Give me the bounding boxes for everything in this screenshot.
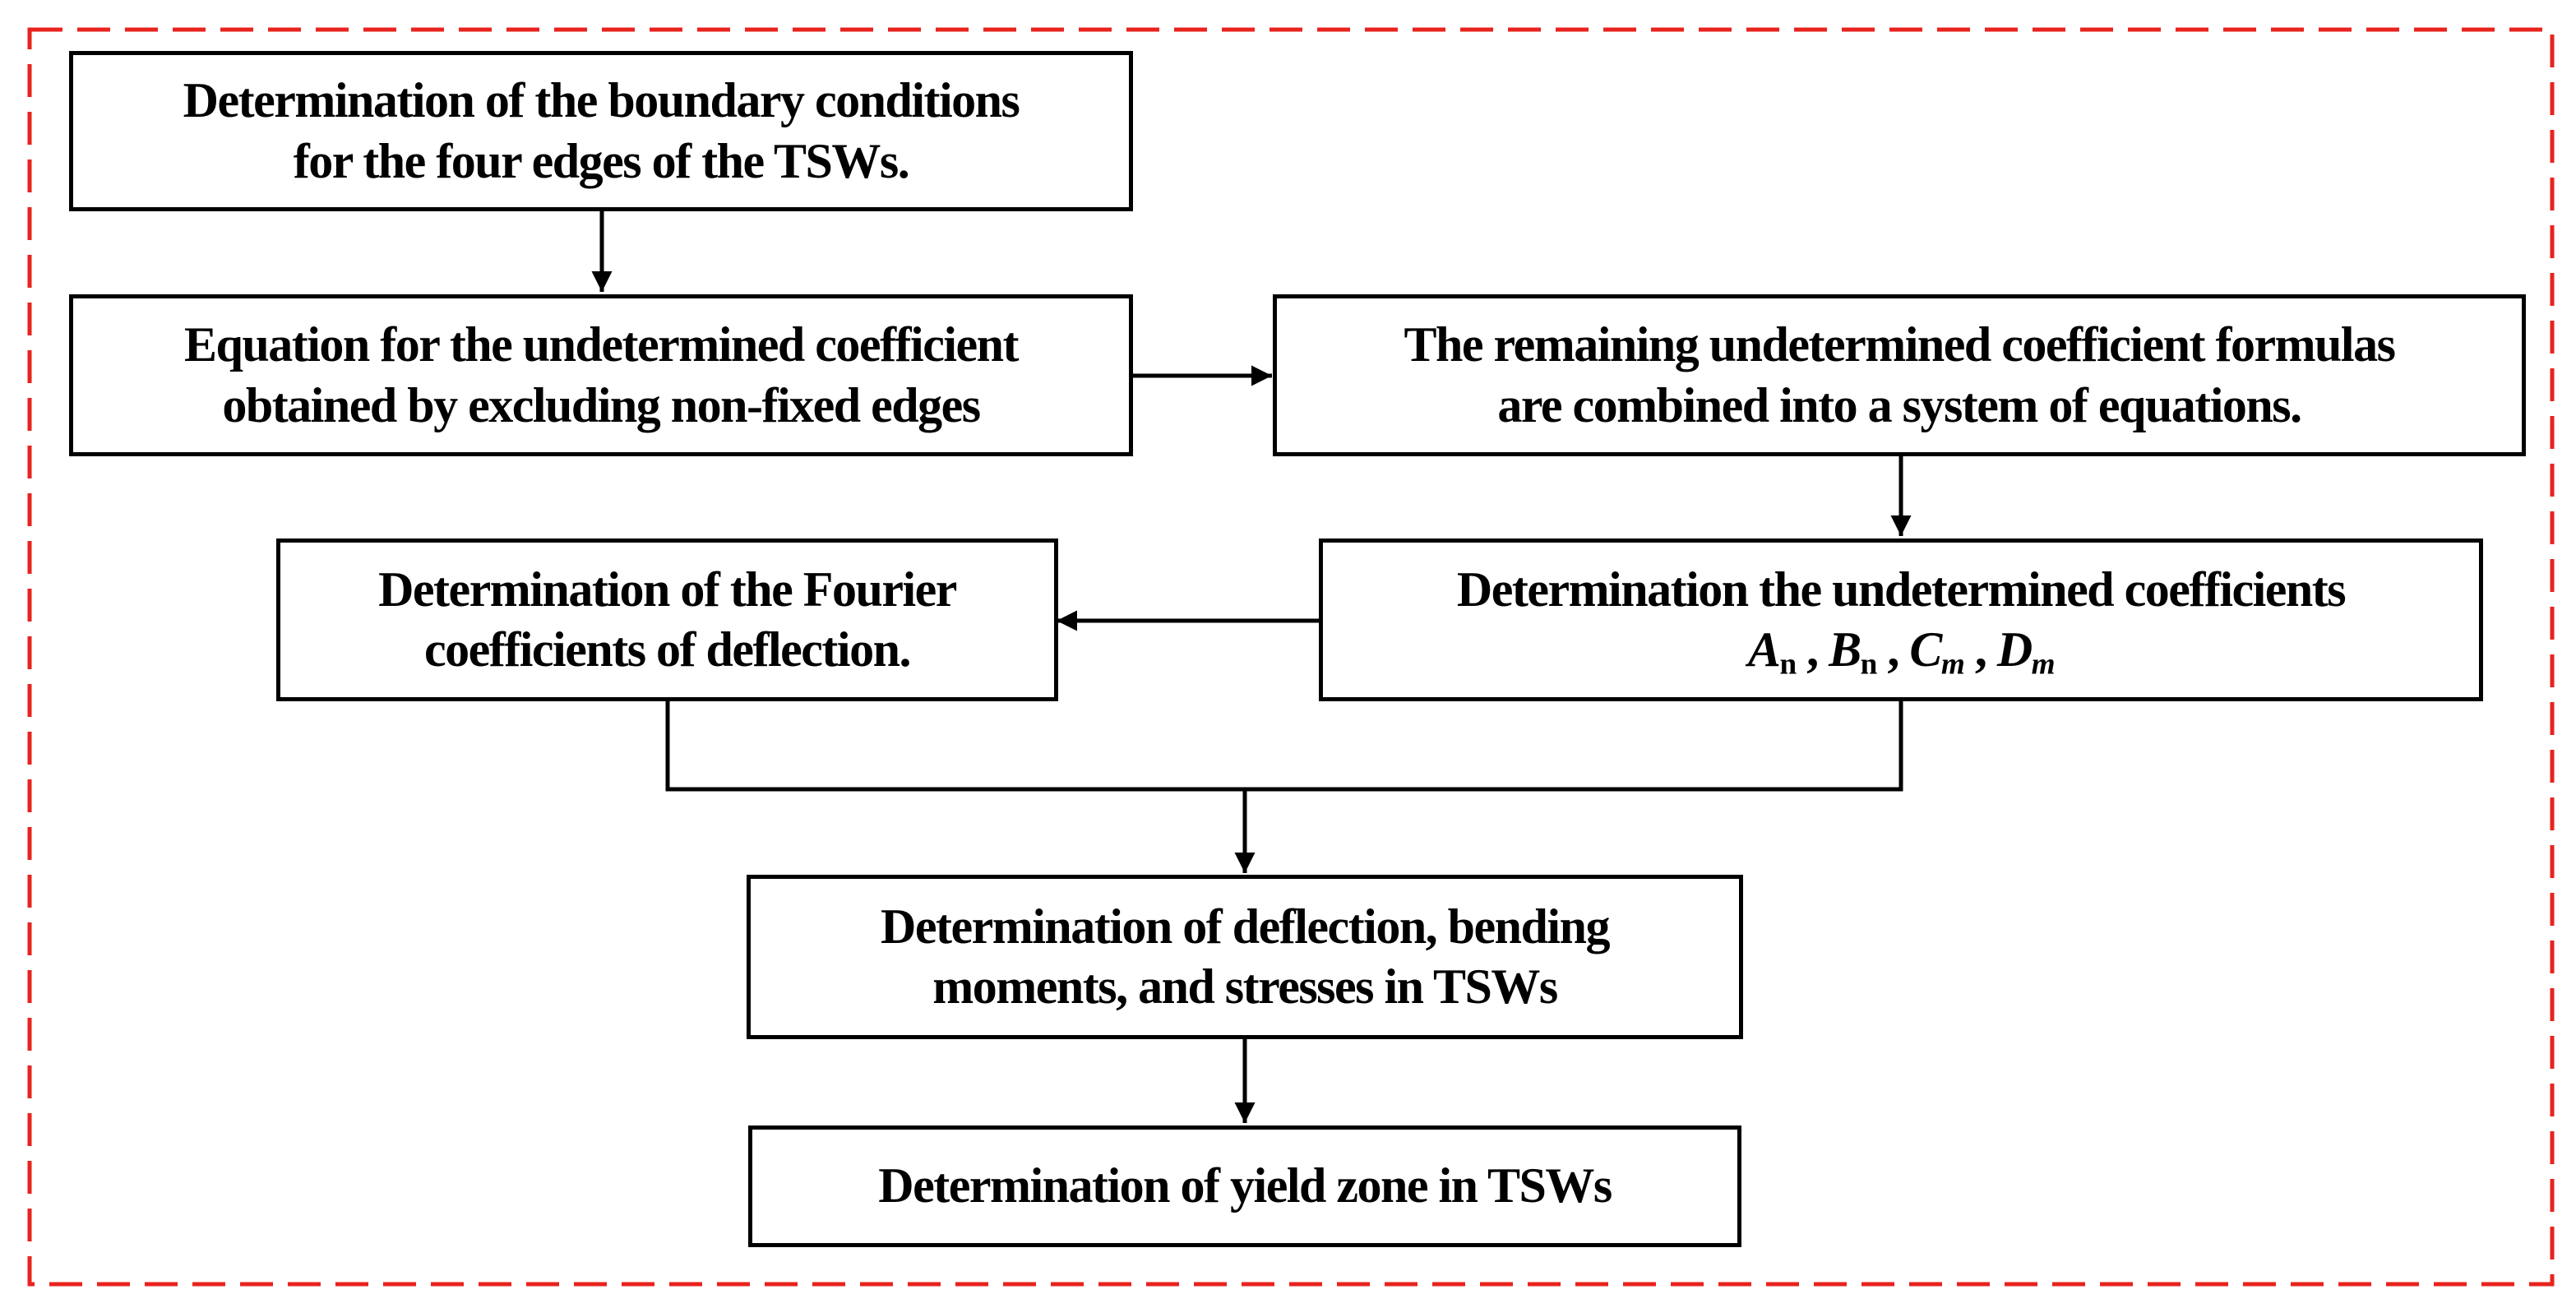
coef-c: C — [1909, 622, 1942, 677]
node-yield-zone: Determination of yield zone in TSWs — [748, 1125, 1741, 1247]
coef-a-sub: n — [1779, 647, 1797, 682]
node-undetermined-coefficients: Determination the undetermined coefficie… — [1319, 538, 2483, 701]
coef-d: D — [1996, 622, 2033, 677]
coef-sep: , — [1963, 622, 1997, 677]
node-text-line: The remaining undetermined coefficient f… — [1404, 317, 2396, 372]
node-text-line: Determination the undetermined coefficie… — [1456, 562, 2347, 617]
node-remaining-formulas: The remaining undetermined coefficient f… — [1273, 294, 2526, 456]
coef-sep: , — [1795, 622, 1829, 677]
node-text-line: coefficients of deflection. — [424, 622, 911, 677]
coef-b-sub: n — [1860, 647, 1878, 682]
node-text-line: Determination of the boundary conditions — [183, 73, 1020, 128]
node-text-line: Determination of deflection, bending — [881, 899, 1610, 954]
node-text-line: for the four edges of the TSWs. — [293, 133, 910, 188]
node-equation-coefficient: Equation for the undetermined coefficien… — [69, 294, 1133, 456]
node-text-line: moments, and stresses in TSWs — [932, 959, 1558, 1014]
node-boundary-conditions: Determination of the boundary conditions… — [69, 51, 1133, 211]
coefficient-list: An , Bn , Cm , Dm — [1457, 620, 2345, 680]
node-text-line: are combined into a system of equations. — [1497, 377, 2302, 432]
node-fourier-coefficients: Determination of the Fourier coefficient… — [276, 538, 1058, 701]
node-text-line: Determination of yield zone in TSWs — [878, 1158, 1612, 1213]
coef-d-sub: m — [2031, 647, 2056, 682]
coef-sep: , — [1875, 622, 1910, 677]
node-text-line: Equation for the undetermined coefficien… — [184, 317, 1019, 372]
node-text-line: Determination of the Fourier — [378, 562, 957, 617]
dashed-frame — [27, 27, 2555, 1287]
node-deflection-bending: Determination of deflection, bending mom… — [747, 875, 1743, 1039]
coef-b: B — [1829, 622, 1861, 677]
coef-c-sub: m — [1940, 647, 1965, 682]
node-text-line: obtained by excluding non-fixed edges — [222, 377, 981, 432]
merge-line — [665, 701, 1903, 792]
coef-a: A — [1747, 622, 1781, 677]
